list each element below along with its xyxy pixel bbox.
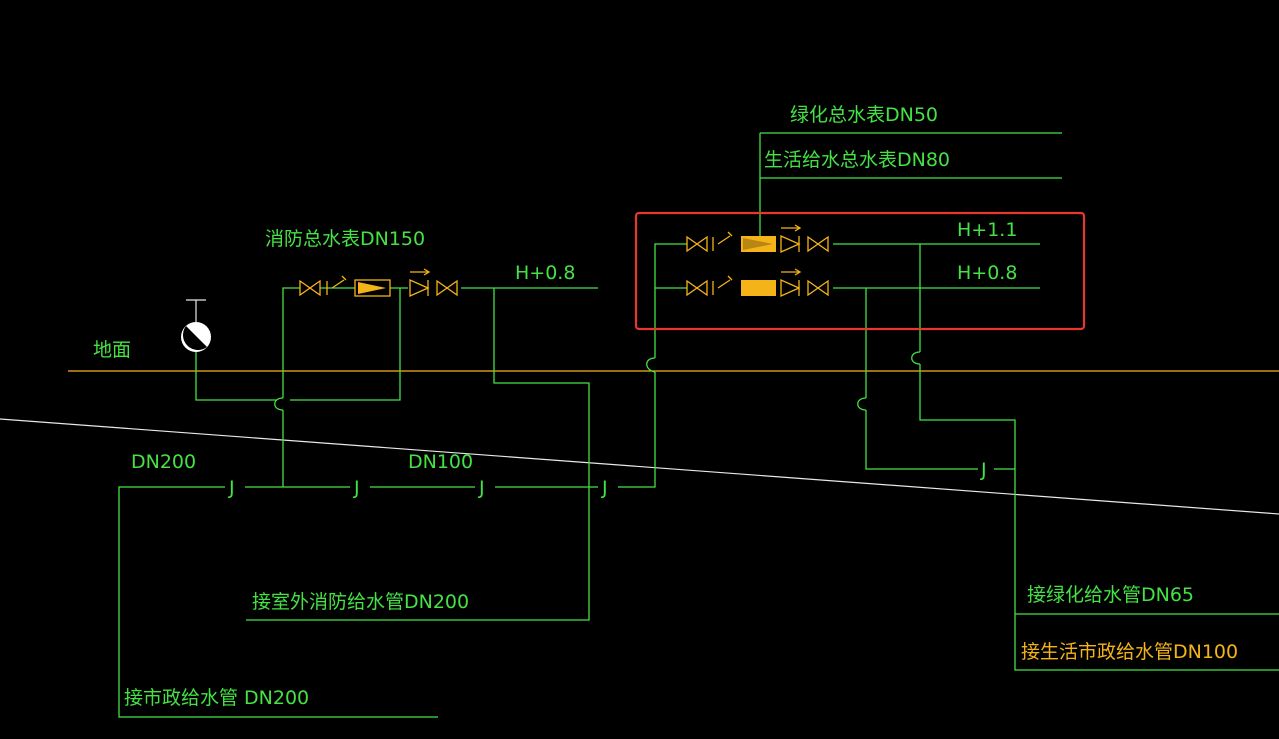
fire-height-label: H+0.8 <box>515 262 575 284</box>
main-pipes <box>118 288 656 718</box>
dn100-label: DN100 <box>408 451 473 473</box>
outdoor-fire-pipe-label: 接室外消防给水管DN200 <box>252 591 469 613</box>
section-line <box>0 418 1279 515</box>
fire-meter-valves <box>299 268 458 298</box>
pipe-crossings <box>274 351 921 411</box>
j-marks: J J J J J <box>228 459 987 499</box>
j-mark: J <box>228 477 235 499</box>
domestic-meter-label: 生活给水总水表DN80 <box>764 149 950 171</box>
domestic-branch <box>654 132 1279 671</box>
j-mark: J <box>478 477 485 499</box>
green-meter-label: 绿化总水表DN50 <box>790 104 938 126</box>
domestic-pipe-label: 接生活市政给水管DN100 <box>1021 641 1238 663</box>
ground-label: 地面 <box>93 339 131 361</box>
j-mark: J <box>601 477 608 499</box>
dn200-label: DN200 <box>131 451 196 473</box>
lower-meter-valves <box>686 268 829 298</box>
fire-branch <box>195 287 598 401</box>
highlight-box <box>634 211 1086 331</box>
fire-meter-label: 消防总水表DN150 <box>265 228 425 250</box>
j-mark: J <box>353 477 360 499</box>
upper-meter-valves <box>686 224 829 254</box>
lower-height-label: H+0.8 <box>957 262 1017 284</box>
hydrant-icon <box>181 299 211 352</box>
fire-water-meter-icon <box>354 279 391 297</box>
municipal-pipe-label: 接市政给水管 DN200 <box>124 687 309 709</box>
greening-water-meter-icon <box>741 280 776 296</box>
j-mark: J <box>980 459 987 481</box>
greening-pipe-label: 接绿化给水管DN65 <box>1027 584 1194 606</box>
upper-height-label: H+1.1 <box>957 219 1017 241</box>
domestic-water-meter-icon <box>741 236 776 252</box>
